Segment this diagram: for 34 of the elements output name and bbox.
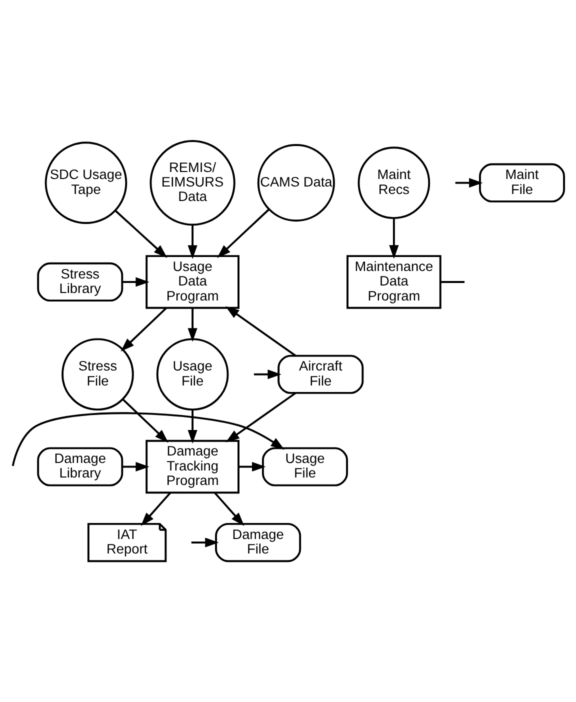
arrow [12, 412, 284, 466]
arrow [254, 370, 282, 380]
arrow [188, 225, 198, 260]
arrow [122, 277, 150, 287]
node-box: Damage Tracking Program [146, 440, 240, 494]
node-box: Stress Library [37, 262, 124, 302]
node-box: Maint File [478, 163, 566, 202]
arrow [226, 392, 296, 442]
arrow [140, 492, 172, 526]
arrow [188, 410, 198, 444]
node-box: Aircraft File [278, 354, 364, 394]
node-circle: CAMS Data [257, 144, 335, 222]
node-box: Usage File [262, 447, 348, 486]
connector [440, 281, 465, 283]
arrow [122, 398, 168, 443]
arrow [389, 218, 399, 259]
node-circle: Maint Recs [358, 146, 430, 220]
node-circle: Usage File [156, 338, 229, 411]
node-box: Damage Library [37, 447, 124, 486]
arrow [122, 462, 150, 472]
arrow [225, 306, 296, 356]
arrow [455, 178, 483, 188]
arrow [191, 538, 219, 548]
node-circle: REMIS/ EIMSURS Data [150, 140, 236, 226]
arrow [214, 492, 244, 526]
arrow [114, 210, 168, 258]
arrow [238, 462, 266, 472]
node-box: Usage Data Program [146, 255, 240, 309]
node-box: Maintenance Data Program [346, 255, 442, 309]
arrow [217, 208, 270, 258]
node-circle: SDC Usage Tape [44, 142, 128, 224]
arrow [120, 307, 168, 352]
node-box: Damage File [215, 522, 302, 562]
arrow [188, 308, 198, 342]
